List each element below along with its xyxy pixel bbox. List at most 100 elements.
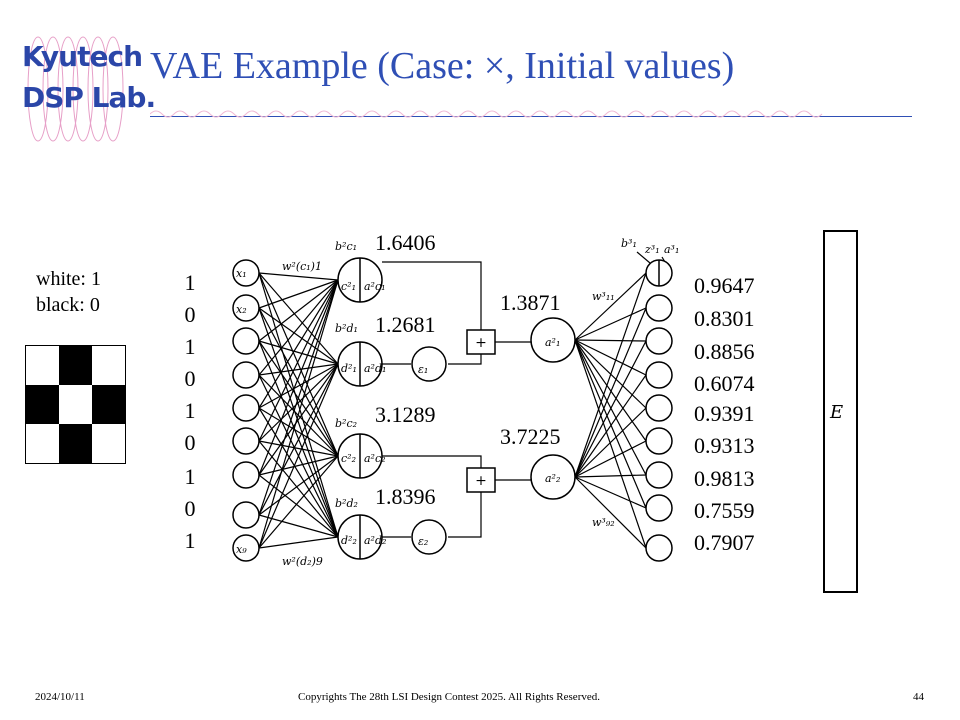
output-node [645, 494, 673, 522]
pattern-cell [92, 424, 125, 463]
weight-line [258, 279, 339, 376]
error-box [823, 230, 858, 593]
weight-line [258, 272, 339, 457]
node-label-ac2: a²c₂ [364, 452, 386, 465]
value-d1: 1.2681 [375, 312, 436, 337]
bias-label-d1: b²d₁ [335, 322, 358, 335]
input-bit: 0 [184, 496, 196, 521]
path-c1-sum [382, 261, 482, 330]
weight-line [574, 307, 647, 341]
weight-line [258, 363, 339, 409]
output-value: 0.9813 [694, 466, 755, 491]
value-c1: 1.6406 [375, 230, 436, 255]
node-label-ad2: a²d₂ [364, 534, 386, 547]
node-label-x2: x₂ [236, 303, 247, 316]
node-label-x9: x₉ [236, 543, 247, 556]
sum-label-1: + [475, 335, 487, 351]
weight-line [258, 307, 339, 365]
input-node [232, 501, 260, 529]
pattern-cell [59, 424, 92, 463]
weight-line [574, 474, 647, 478]
pattern-cell [26, 424, 59, 463]
weight-line [574, 339, 647, 442]
weight-line [574, 476, 647, 509]
input-bit: 0 [184, 366, 196, 391]
weight-line [574, 339, 647, 509]
weight-label-bottom: w²(d₂)9 [282, 555, 323, 568]
output-node [645, 327, 673, 355]
output-value: 0.7559 [694, 498, 755, 523]
sum-box [466, 467, 496, 493]
input-bit: 1 [184, 528, 196, 553]
weight-line [574, 272, 647, 341]
weight-line [258, 279, 339, 409]
input-node [232, 461, 260, 489]
network-nodes [232, 257, 673, 562]
latent-label-a2: a²₂ [545, 472, 560, 485]
pattern-cell [59, 385, 92, 424]
output-node [645, 461, 673, 489]
node-label-d1: d²₁ [341, 362, 357, 375]
footer-copyright: Copyrights The 28th LSI Design Contest 2… [298, 691, 600, 703]
bias-label-b1-out: b³₁ [621, 237, 637, 250]
weight-line [258, 307, 339, 457]
weight-label-w11: w³₁₁ [592, 290, 615, 303]
node-label-c2: c²₂ [341, 452, 356, 465]
output-value: 0.9313 [694, 433, 755, 458]
weight-line [258, 279, 339, 476]
output-value: 0.8856 [694, 339, 755, 364]
weight-line [258, 272, 339, 281]
latent-node [530, 317, 576, 363]
weight-line [258, 279, 339, 309]
pattern-cell [26, 385, 59, 424]
sum-label-2: + [475, 473, 487, 489]
label-a1-out: a³₁ [664, 243, 679, 256]
latent-label-a1: a²₁ [545, 336, 560, 349]
weight-line [258, 279, 339, 516]
weight-line [574, 340, 647, 478]
node-label-d2: d²₂ [341, 534, 357, 547]
weight-label-w92: w³₉₂ [592, 516, 615, 529]
weight-line [258, 474, 339, 538]
node-label-c1: c²₁ [341, 280, 356, 293]
output-value: 0.8301 [694, 306, 755, 331]
latent-node [530, 454, 576, 500]
weight-line [258, 455, 339, 549]
input-pattern-grid [25, 345, 126, 464]
node-label-ac1: a²c₁ [364, 280, 386, 293]
weight-line [258, 272, 339, 365]
input-node [232, 327, 260, 355]
noise-node [411, 519, 447, 555]
input-bit: 0 [184, 430, 196, 455]
weight-line [258, 363, 339, 376]
noise-label-eps2: ε₂ [418, 535, 428, 548]
weight-line [574, 440, 647, 478]
input-node [232, 534, 260, 562]
input-bit-column: 1 0 1 0 1 0 1 0 1 [180, 270, 200, 553]
value-d2: 1.8396 [375, 484, 436, 509]
pattern-cell [92, 385, 125, 424]
input-bit: 1 [184, 398, 196, 423]
node-label-x1: x₁ [236, 267, 247, 280]
weight-line [574, 307, 647, 478]
output-value: 0.7907 [694, 530, 755, 555]
weight-line [574, 339, 647, 549]
footer-date: 2024/10/11 [35, 691, 85, 703]
weight-line [258, 279, 339, 549]
output-values: 0.9647 0.8301 0.8856 0.6074 0.9391 0.931… [0, 0, 755, 555]
weight-line [258, 455, 339, 476]
weight-line [258, 536, 339, 549]
weight-line [574, 476, 647, 549]
legend-black: black: 0 [36, 294, 100, 316]
output-value: 0.9647 [694, 273, 755, 298]
bias-label-d2: b²d₂ [335, 497, 358, 510]
weight-line [574, 272, 647, 478]
weight-line [258, 279, 339, 342]
weight-line [258, 340, 339, 365]
bias-tick [636, 251, 651, 264]
weight-line [258, 363, 339, 476]
value-a1: 1.3871 [500, 290, 561, 315]
path-eps1-sum [448, 354, 482, 365]
slide-title: VAE Example (Case: ×, Initial values) [150, 45, 735, 87]
